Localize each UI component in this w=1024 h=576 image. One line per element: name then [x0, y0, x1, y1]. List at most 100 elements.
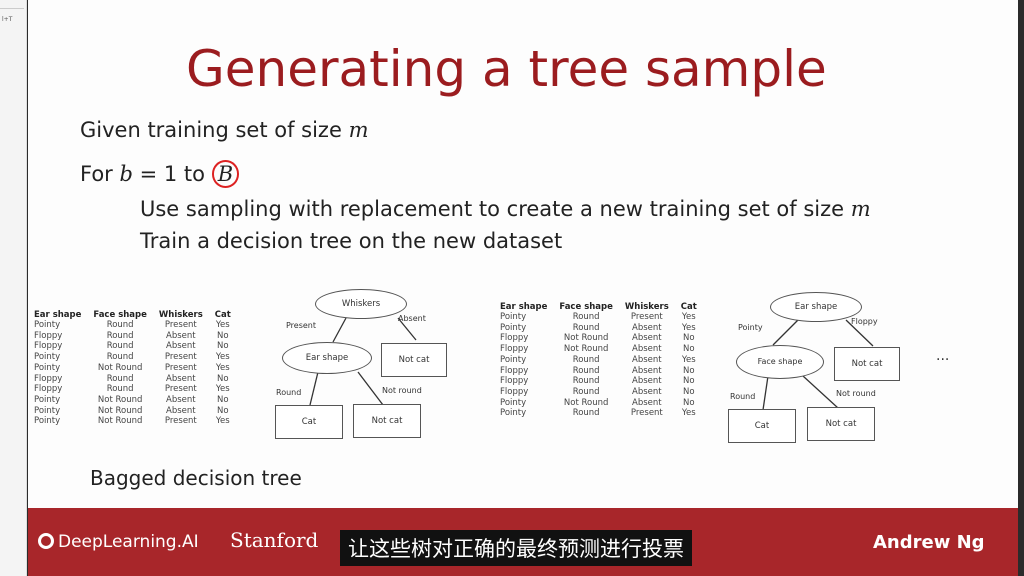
circled-B: B: [211, 160, 240, 188]
table-cell: Not Round: [97, 405, 143, 416]
tree2-face-node: Face shape: [736, 345, 824, 379]
table-cell: Absent: [166, 394, 196, 405]
slide-title: Generating a tree sample: [186, 40, 827, 98]
table-cell: Pointy: [500, 354, 527, 365]
table-cell: Not Round: [563, 397, 609, 408]
column-header: Face shape: [559, 302, 613, 312]
tree1-leaf: Not cat: [353, 404, 421, 438]
tree2-edge-label: Not round: [836, 389, 876, 398]
table-cell: Present: [164, 320, 197, 330]
table-cell: Pointy: [34, 394, 61, 405]
table-cell: Present: [164, 352, 197, 363]
column-header: Ear shape: [34, 310, 82, 320]
tree2-leaf: Not cat: [834, 347, 900, 381]
table-cell: Not Round: [563, 333, 609, 344]
table-cell: Yes: [681, 408, 696, 419]
table-cell: Not Round: [563, 344, 609, 355]
table-cell: Pointy: [500, 322, 527, 333]
table-cell: Pointy: [34, 405, 61, 416]
ellipsis: ...: [936, 348, 950, 364]
table-cell: Absent: [632, 376, 662, 387]
author-name: Andrew Ng: [873, 532, 985, 553]
tree1-ear-node: Ear shape: [282, 342, 372, 374]
table-cell: No: [682, 386, 695, 397]
tree1-leaf: Cat: [275, 405, 343, 439]
table-cell: No: [216, 341, 229, 352]
table-cell: Present: [630, 312, 663, 322]
table-header: Ear shape Face shape Whiskers Cat: [28, 296, 237, 320]
tree1-edge-label: Present: [286, 321, 317, 330]
table-cell: Pointy: [34, 362, 61, 373]
table-cell: Absent: [632, 344, 662, 355]
column-header: Whiskers: [624, 302, 669, 312]
table-cell: Yes: [215, 352, 230, 363]
video-subtitle: 让这些树对正确的最终预测进行投票: [340, 530, 692, 566]
table-cell: Pointy: [500, 408, 527, 419]
table-cell: Pointy: [500, 397, 527, 408]
table-cell: Absent: [166, 373, 196, 384]
table-cell: Round: [572, 376, 600, 387]
table-cell: Floppy: [500, 344, 529, 355]
table-cell: Round: [572, 322, 600, 333]
table-cell: Absent: [632, 333, 662, 344]
side-label: l+T: [2, 16, 13, 23]
table-cell: No: [682, 397, 695, 408]
table-cell: Yes: [215, 416, 230, 427]
table-cell: Yes: [215, 384, 230, 395]
deeplearning-logo: DeepLearning.AI: [38, 532, 199, 552]
table-row: Floppy Round Absent No: [494, 376, 703, 387]
table-cell: Round: [106, 330, 134, 341]
table-cell: Pointy: [34, 416, 61, 427]
table-cell: No: [682, 365, 695, 376]
table-cell: Round: [106, 373, 134, 384]
table-cell: Floppy: [500, 376, 529, 387]
table-cell: No: [216, 330, 229, 341]
table-row: Pointy Not Round Absent No: [28, 395, 237, 406]
table-cell: Round: [106, 352, 134, 363]
table-cell: Absent: [632, 397, 662, 408]
table-cell: Floppy: [34, 341, 63, 352]
tree2-root-node: Ear shape: [770, 292, 862, 322]
table-cell: No: [216, 394, 229, 405]
column-header: Cat: [680, 302, 697, 312]
column-header: Whiskers: [158, 310, 203, 320]
table-cell: Floppy: [500, 333, 529, 344]
table-cell: Absent: [632, 354, 662, 365]
tree2-edge-label: Round: [730, 392, 756, 401]
table-cell: Floppy: [500, 386, 529, 397]
table-cell: Not Round: [97, 394, 143, 405]
column-header: Face shape: [93, 310, 147, 320]
line-3: Use sampling with replacement to create …: [140, 197, 871, 221]
caption: Bagged decision tree: [90, 466, 302, 490]
table-cell: Floppy: [34, 373, 63, 384]
table-cell: No: [682, 376, 695, 387]
logo-icon: [38, 533, 54, 549]
stanford-logo: Stanford: [230, 528, 319, 552]
table-cell: Round: [106, 384, 134, 395]
line-2: For b = 1 to B: [80, 160, 240, 188]
table-cell: Absent: [632, 365, 662, 376]
table-cell: No: [216, 405, 229, 416]
table-cell: Present: [164, 384, 197, 395]
line-1: Given training set of size m: [80, 118, 369, 142]
table-cell: Not Round: [97, 416, 143, 427]
table-cell: Absent: [166, 341, 196, 352]
left-panel: l+T: [0, 0, 27, 576]
table-row: Floppy Round Absent No: [28, 374, 237, 385]
column-header: Cat: [214, 310, 231, 320]
table-cell: Round: [572, 408, 600, 419]
table-cell: No: [216, 373, 229, 384]
